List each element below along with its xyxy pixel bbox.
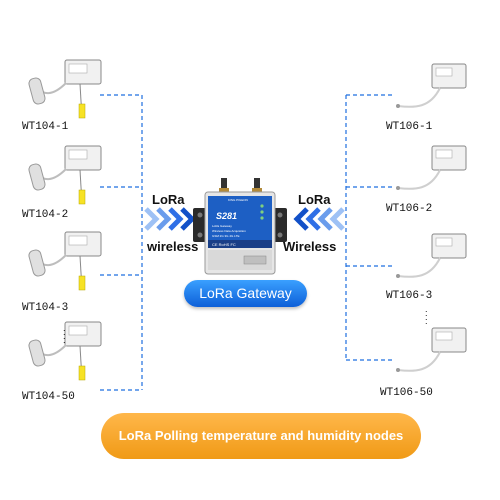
left-wireless-label: wireless (147, 239, 199, 254)
left-arrow-icon (144, 207, 196, 231)
left-continuation-dots: .... (63, 323, 66, 345)
node-label-wt104-1: WT104-1 (22, 121, 69, 133)
node-label-wt104-50: WT104-50 (22, 391, 75, 403)
sensor-wt106-3-icon (390, 228, 480, 295)
node-label-wt104-2: WT104-2 (22, 209, 69, 221)
sensor-wt104-50-icon (28, 318, 108, 393)
node-label-wt106-50: WT106-50 (380, 387, 433, 399)
gateway-label-badge: LoRa Gateway (184, 280, 307, 307)
gateway-ce-marks: CE RoHS FC (212, 242, 236, 247)
caption-banner: LoRa Polling temperature and humidity no… (101, 413, 421, 459)
node-label-wt106-2: WT106-2 (386, 203, 433, 215)
right-lora-label: LoRa (298, 192, 331, 207)
sensor-wt104-2-icon (28, 142, 108, 217)
sensor-wt106-1-icon (390, 58, 480, 125)
gateway-product-line: LoRa Gateway (212, 224, 232, 228)
gateway-brand: KING PIGEON (228, 198, 248, 202)
right-wireless-label: Wireless (283, 239, 337, 254)
node-label-wt106-1: WT106-1 (386, 121, 433, 133)
sensor-wt104-1-icon (28, 56, 108, 131)
right-continuation-dots: .... (425, 304, 428, 326)
sensor-wt106-50-icon (390, 322, 480, 389)
gateway-subtitle: Wireless Data Acquisition (212, 229, 246, 233)
sensor-wt104-3-icon (28, 228, 108, 303)
node-label-wt104-3: WT104-3 (22, 302, 69, 314)
gateway-spec: GSM 2G 3G 4G LTE (212, 234, 240, 238)
left-lora-label: LoRa (152, 192, 185, 207)
node-label-wt106-3: WT106-3 (386, 290, 433, 302)
gateway-device-icon (193, 178, 287, 275)
gateway-model: S281 (216, 211, 238, 221)
right-arrow-icon (293, 207, 345, 231)
sensor-wt106-2-icon (390, 140, 480, 207)
